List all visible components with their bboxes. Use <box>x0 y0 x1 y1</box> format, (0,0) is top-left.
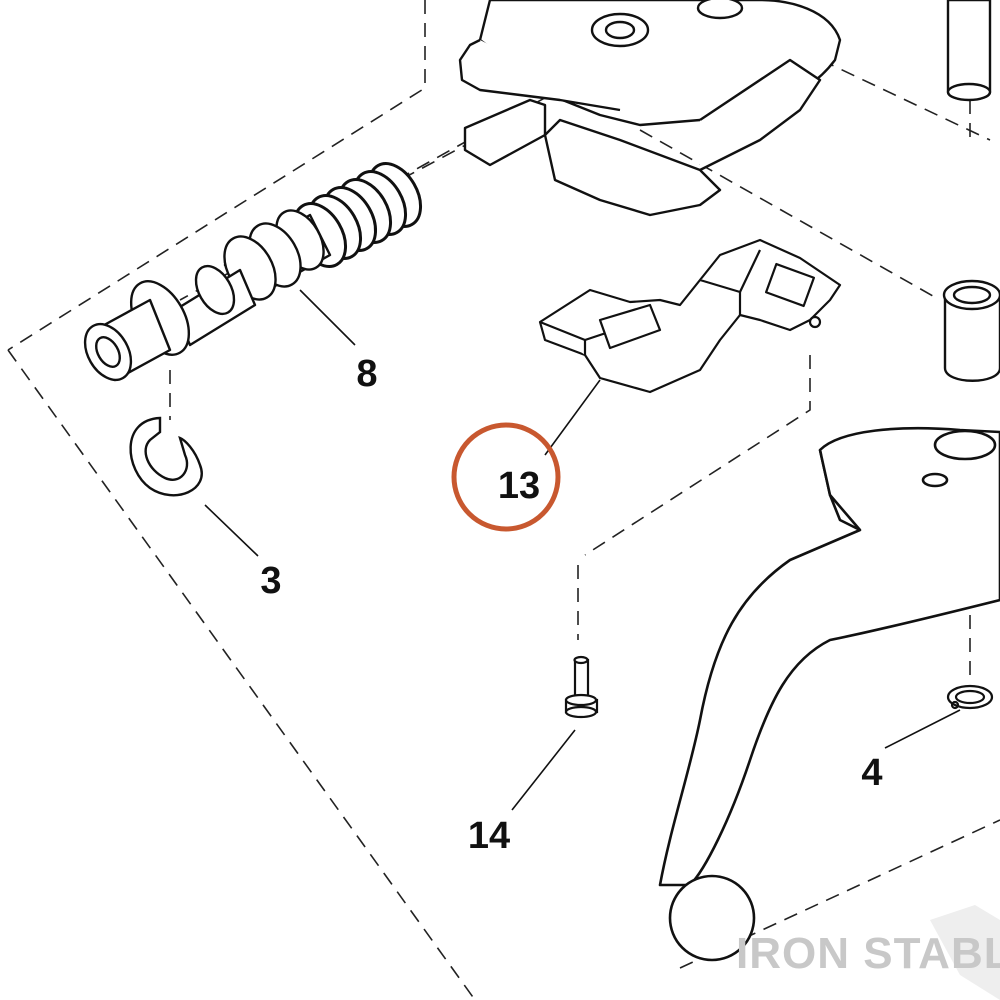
switch-bracket <box>538 238 842 394</box>
small-clip <box>946 684 994 710</box>
screw <box>564 655 599 719</box>
watermark-text: IRON STABLE <box>736 929 1000 978</box>
bushing <box>942 279 1000 382</box>
leader-lines <box>204 289 961 811</box>
clutch-lever <box>658 426 1000 962</box>
callout-part-8: 8 <box>356 353 377 395</box>
callout-part-13: 13 <box>498 465 540 507</box>
master-cylinder-housing <box>458 0 842 217</box>
callout-part-14: 14 <box>468 815 510 857</box>
highlight-circle <box>451 422 561 532</box>
piston-assembly <box>83 162 423 382</box>
callout-part-4: 4 <box>861 752 882 794</box>
pivot-pin <box>946 0 992 102</box>
callout-part-3: 3 <box>260 560 281 602</box>
retaining-clip <box>129 416 203 497</box>
watermark-logo: IRON STABLE <box>736 905 1000 1000</box>
